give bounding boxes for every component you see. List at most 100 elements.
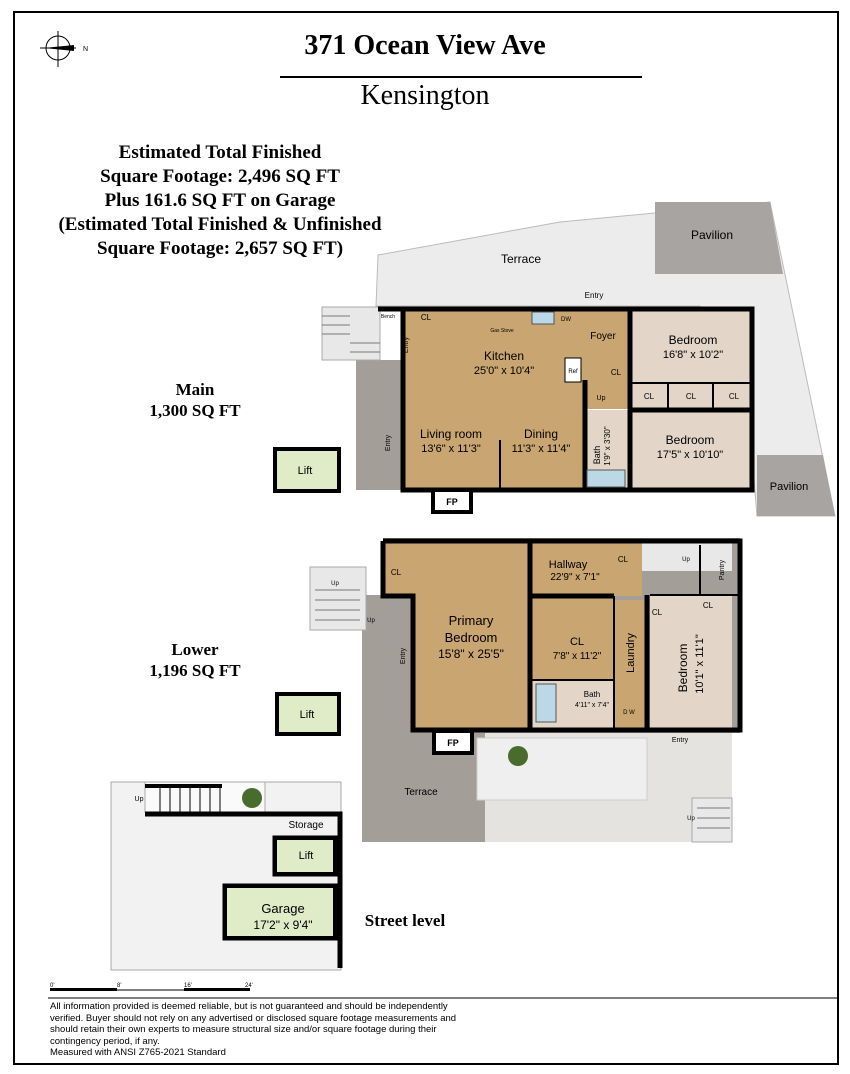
refrigerator — [564, 357, 582, 383]
level-name: Lower — [171, 640, 219, 659]
disclaimer-line: Measured with ANSI Z765-2021 Standard — [50, 1047, 226, 1058]
interior-stairs — [642, 541, 732, 571]
primary-bedroom-dims: 15'8" x 25'5" — [438, 647, 504, 661]
primary-bedroom-area — [413, 541, 530, 731]
bedroom-lower-area — [650, 595, 732, 728]
terrace-label: Terrace — [404, 787, 438, 798]
scale-tick-label: 24' — [245, 983, 253, 989]
garage-dims: 17'2" x 9'4" — [253, 918, 312, 932]
bath-dims: 1'9" x 3'30" — [603, 426, 612, 466]
fp-label: FP — [447, 738, 459, 748]
closet-label: CL — [686, 392, 697, 401]
lower-level-label: Lower 1,196 SQ FT — [120, 639, 270, 681]
dining-label: Dining — [524, 427, 558, 441]
entry-label: Entry — [403, 336, 410, 353]
bedroom-dims: 10'1" x 11'1" — [694, 634, 706, 694]
laundry-area — [615, 600, 645, 730]
bedroom-main-2-area — [630, 410, 752, 490]
page-subtitle: Kensington — [360, 80, 490, 111]
disclaimer-line: All information provided is deemed relia… — [50, 1001, 448, 1012]
lift-label: Lift — [300, 709, 315, 721]
living-room-label: Living room — [420, 427, 482, 441]
compass-icon: N — [40, 31, 88, 67]
disclaimer-line: should retain their own experts to measu… — [50, 1024, 437, 1035]
hallway-area — [532, 541, 642, 596]
up-label: Up — [597, 395, 606, 402]
closet-label: CL — [644, 392, 655, 401]
page-frame — [13, 11, 839, 1065]
compass-north-label: N — [83, 46, 88, 53]
closet-area — [383, 541, 413, 596]
scale-tick-label: 0' — [50, 983, 54, 989]
pavilion-label: Pavilion — [691, 228, 733, 242]
shrub-icon — [242, 788, 262, 808]
kitchen-sink — [531, 311, 555, 325]
bedroom-label: Bedroom — [666, 433, 715, 447]
living-room-dims: 13'6" x 11'3" — [421, 443, 481, 455]
dw-label: D W — [623, 710, 635, 716]
dw-label: DW — [561, 317, 571, 323]
lift-label: Lift — [299, 850, 314, 862]
lift-main — [273, 447, 341, 493]
up-label: Up — [687, 816, 695, 822]
lift-lower — [275, 692, 341, 736]
scale-tick-label: 8' — [117, 983, 121, 989]
lift-label: Lift — [298, 465, 313, 477]
bath-label: Bath — [584, 690, 600, 699]
ref-label: Ref — [568, 369, 578, 375]
foyer-label: Foyer — [590, 331, 616, 342]
level-name: Main — [175, 380, 215, 399]
sqft-line: Square Footage: 2,657 SQ FT) — [96, 238, 344, 259]
square-footage-summary: Estimated Total Finished Square Footage:… — [20, 141, 420, 261]
bedroom-label: Bedroom — [669, 333, 718, 347]
closet-label: CL — [729, 392, 740, 401]
entry-label: Entry — [400, 647, 407, 664]
closet-lower-dims: 7'8" x 11'2" — [553, 651, 602, 662]
entry-label: Entry — [672, 737, 689, 744]
bench-label: Bench — [381, 314, 395, 320]
closet-label: CL — [652, 608, 663, 617]
patio-tile-area — [476, 737, 648, 801]
pantry-label: Pantry — [719, 559, 726, 580]
shower — [535, 683, 557, 723]
main-level-label: Main 1,300 SQ FT — [120, 379, 270, 421]
up-label: Up — [367, 618, 375, 624]
bedroom-main-1-area — [630, 309, 752, 383]
bath-dims: 4'11" x 7'4" — [575, 702, 609, 709]
bedroom-label: Bedroom — [676, 644, 690, 693]
lower-stairs-right — [691, 797, 733, 843]
storage-label: Storage — [288, 820, 323, 831]
closet-label: CL — [421, 313, 432, 322]
gas-stove-label: Gas Stove — [490, 328, 514, 334]
kitchen-dims: 25'0" x 10'4" — [474, 365, 534, 377]
up-label: Up — [135, 796, 144, 803]
sqft-line: Plus 161.6 SQ FT on Garage — [104, 190, 336, 211]
closet-label: CL — [618, 555, 629, 564]
bedroom-dims: 17'5" x 10'10" — [657, 449, 724, 461]
entry-label: Entry — [585, 291, 604, 300]
fireplace-lower — [432, 729, 474, 755]
bath-label: Bath — [592, 446, 602, 465]
closet-label: CL — [391, 568, 402, 577]
sqft-line: (Estimated Total Finished & Unfinished — [58, 214, 382, 235]
main-walkway — [356, 360, 402, 490]
bedroom-dims: 16'8" x 10'2" — [663, 349, 723, 361]
bathtub — [586, 469, 626, 488]
pavilion-bottom — [757, 455, 835, 516]
dining-dims: 11'3" x 11'4" — [512, 443, 571, 455]
garage-area — [227, 888, 333, 936]
street-level-label: Street level — [364, 911, 446, 930]
disclaimer-line: verified. Buyer should not rely on any a… — [50, 1012, 457, 1024]
scale-tick-label: 16' — [184, 983, 192, 989]
shrub-icon — [508, 746, 528, 766]
closet-label: CL — [703, 601, 714, 610]
disclaimer: All information provided is deemed relia… — [50, 1001, 520, 1059]
kitchen-living-area — [403, 309, 585, 490]
title-rule — [280, 76, 642, 78]
fp-label: FP — [446, 497, 458, 507]
page-title: 371 Ocean View Ave — [304, 30, 546, 61]
primary-bedroom-label: Primary — [449, 613, 494, 628]
primary-bedroom-label: Bedroom — [445, 630, 498, 645]
scale-bar: 0' 8' 16' 24' — [50, 983, 253, 991]
